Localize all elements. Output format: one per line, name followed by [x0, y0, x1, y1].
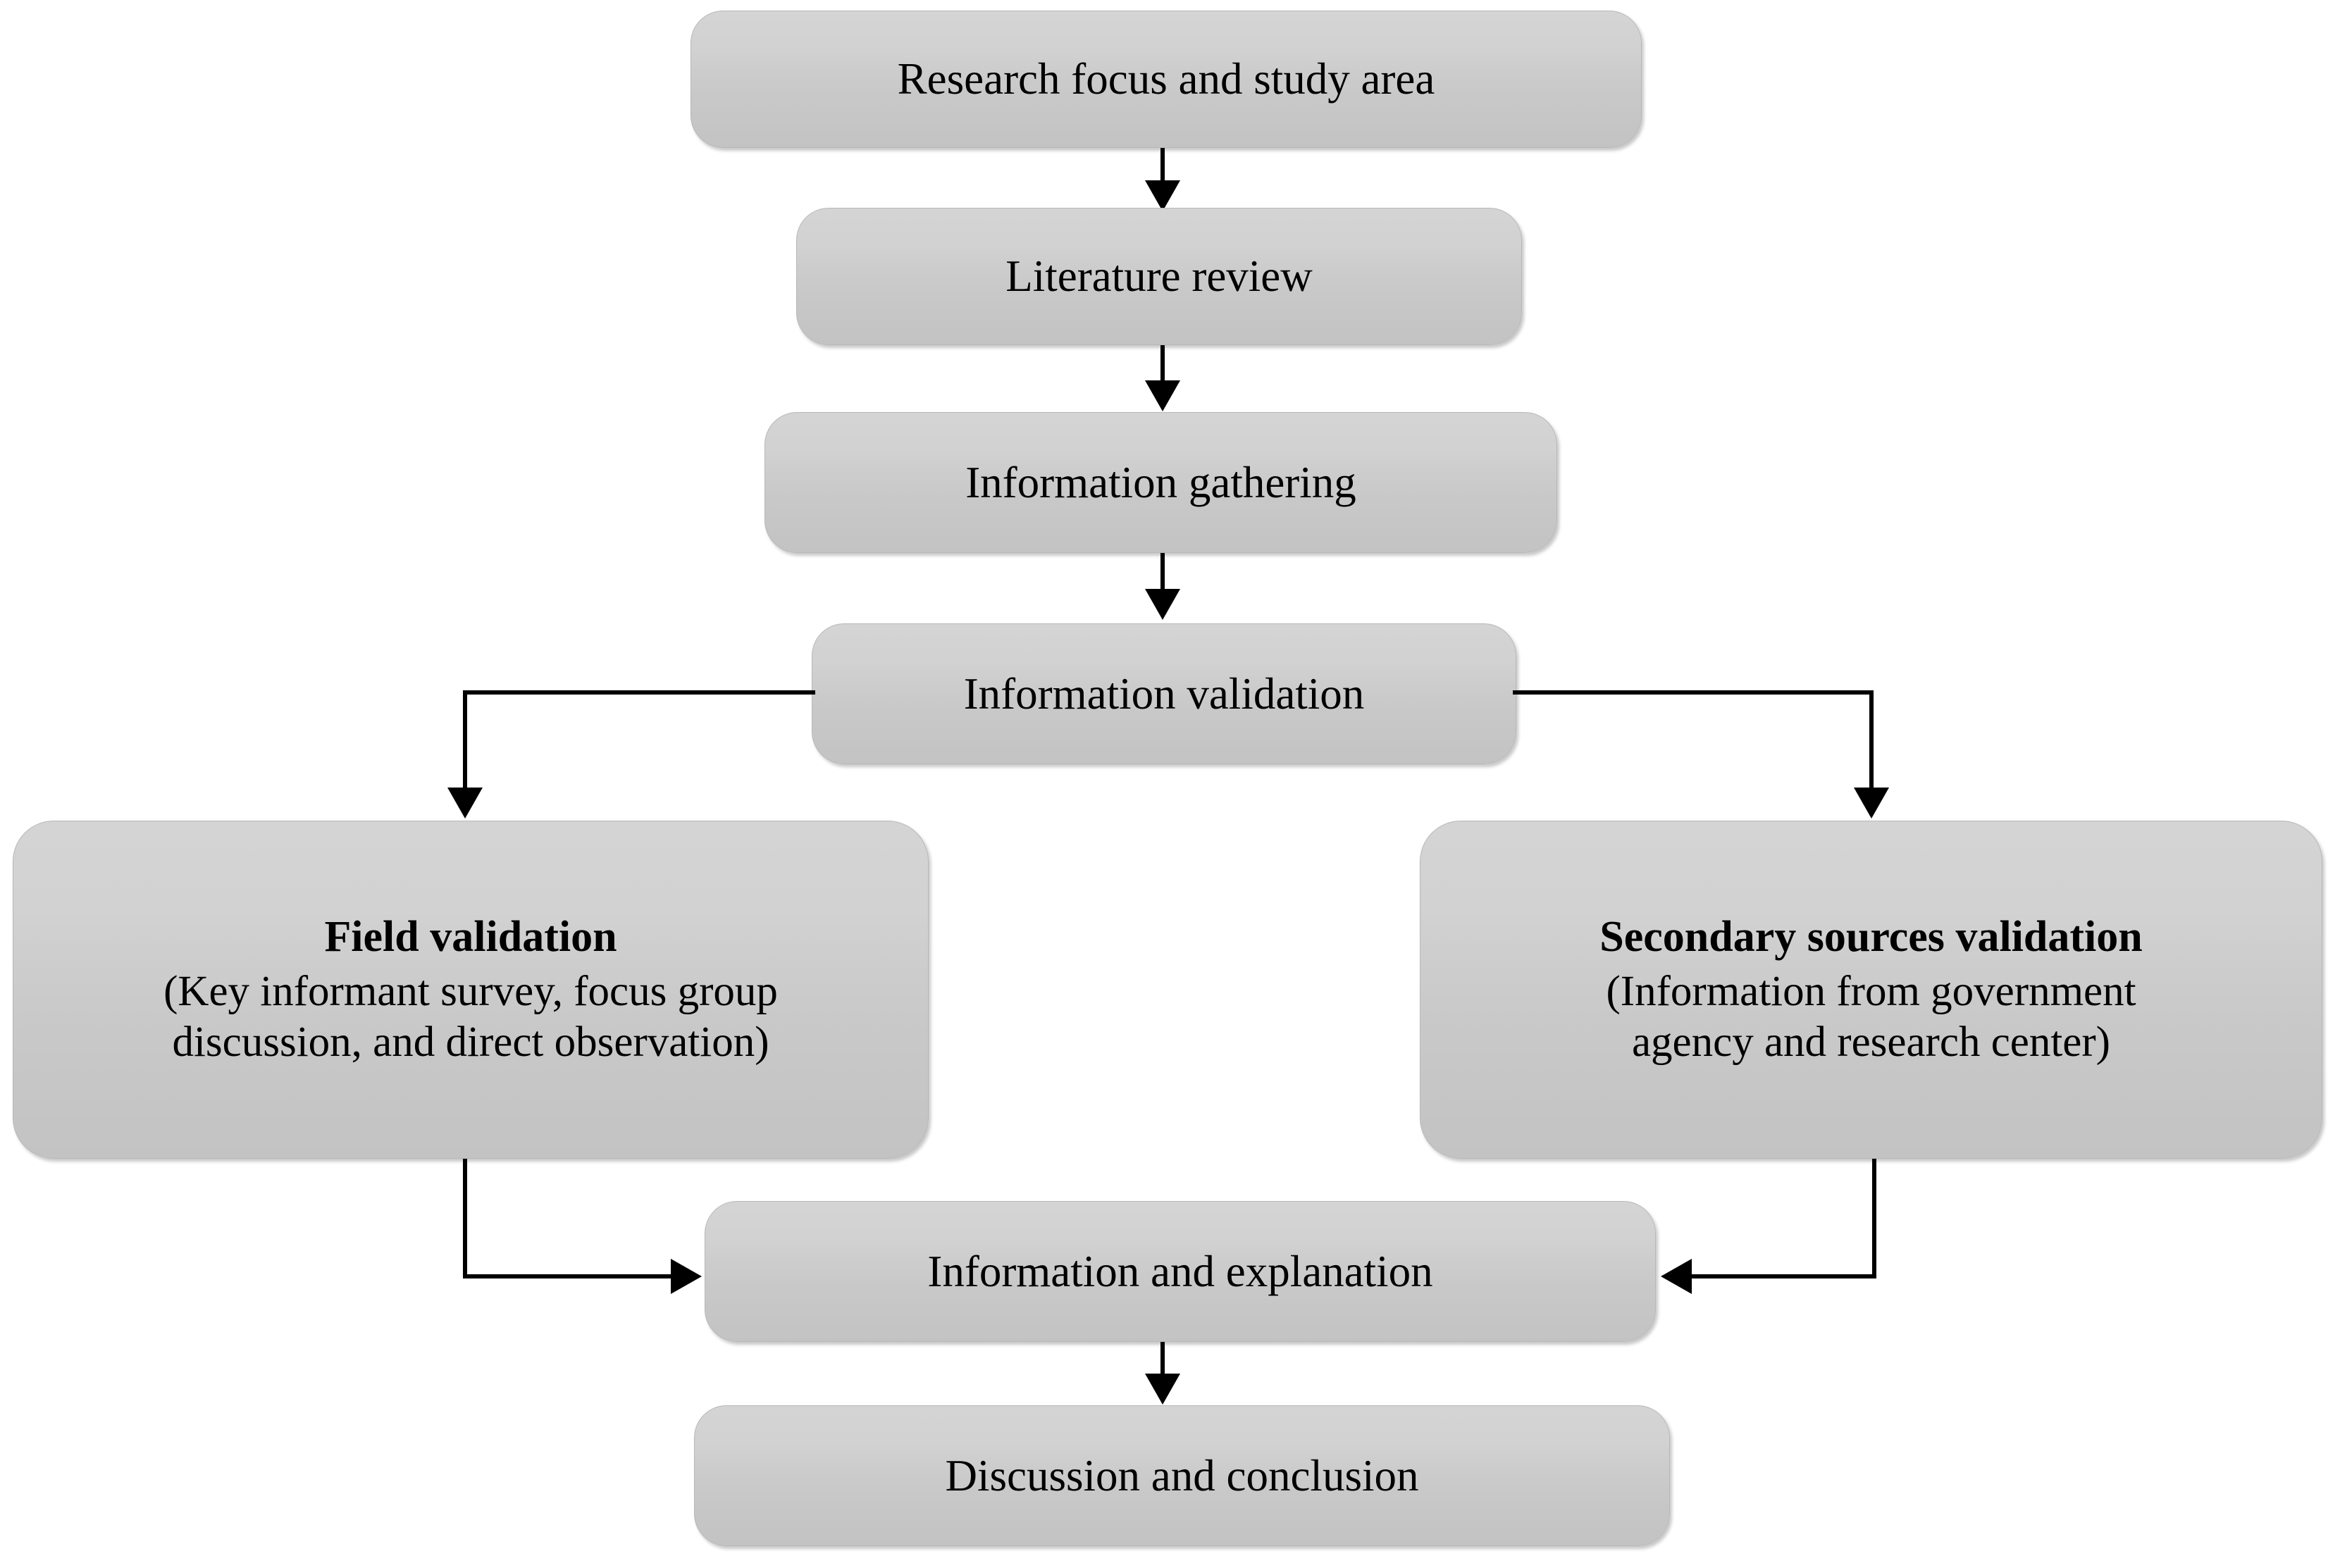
edge-validation-split-left-horizontal [463, 690, 815, 695]
node-field-validation-title: Field validation [324, 913, 617, 962]
node-information-validation: Information validation [812, 623, 1516, 764]
edge-validation-to-secondary-arrowhead [1854, 788, 1889, 819]
edge-research-to-literature-arrowhead [1145, 180, 1180, 211]
edge-secondary-to-explanation-vertical [1872, 1159, 1876, 1278]
node-literature-review-label: Literature review [1005, 251, 1313, 301]
edge-validation-split-right-vertical [1869, 690, 1874, 792]
edge-field-to-explanation-arrowhead [671, 1259, 702, 1294]
node-discussion-conclusion: Discussion and conclusion [694, 1405, 1670, 1546]
edge-secondary-to-explanation-horizontal [1691, 1274, 1876, 1278]
node-field-validation-detail-line2: discussion, and direct observation) [172, 1018, 769, 1066]
node-research-focus: Research focus and study area [691, 11, 1642, 148]
edge-validation-split-left-vertical [463, 690, 467, 792]
edge-field-to-explanation-horizontal [463, 1274, 674, 1278]
node-secondary-sources-validation-title: Secondary sources validation [1599, 913, 2143, 962]
edge-literature-to-gathering-arrowhead [1145, 380, 1180, 411]
node-secondary-sources-validation-detail-line2: agency and research center) [1631, 1018, 2110, 1066]
node-literature-review: Literature review [796, 208, 1522, 345]
edge-validation-to-field-arrowhead [447, 788, 483, 819]
edge-field-to-explanation-vertical [463, 1159, 467, 1278]
node-secondary-sources-validation-detail-line1: (Information from government [1606, 967, 2136, 1015]
node-field-validation: Field validation (Key informant survey, … [13, 821, 929, 1159]
node-information-explanation: Information and explanation [705, 1201, 1656, 1342]
node-information-gathering: Information gathering [764, 412, 1557, 553]
edge-explanation-to-discussion-line [1160, 1342, 1165, 1386]
edge-validation-split-right-horizontal [1513, 690, 1874, 695]
node-field-validation-detail-line1: (Key informant survey, focus group [163, 967, 778, 1015]
node-information-gathering-label: Information gathering [965, 457, 1356, 507]
edge-secondary-to-explanation-arrowhead [1661, 1259, 1692, 1294]
edge-research-to-literature-line [1160, 148, 1165, 192]
node-research-focus-label: Research focus and study area [897, 54, 1435, 104]
node-discussion-conclusion-label: Discussion and conclusion [945, 1450, 1419, 1500]
edge-explanation-to-discussion-arrowhead [1145, 1374, 1180, 1405]
edge-gathering-to-validation-arrowhead [1145, 589, 1180, 620]
edge-gathering-to-validation-line [1160, 553, 1165, 597]
node-secondary-sources-validation: Secondary sources validation (Informatio… [1420, 821, 2322, 1159]
node-information-explanation-label: Information and explanation [927, 1246, 1433, 1296]
node-information-validation-label: Information validation [963, 668, 1365, 718]
edge-literature-to-gathering-line [1160, 345, 1165, 389]
